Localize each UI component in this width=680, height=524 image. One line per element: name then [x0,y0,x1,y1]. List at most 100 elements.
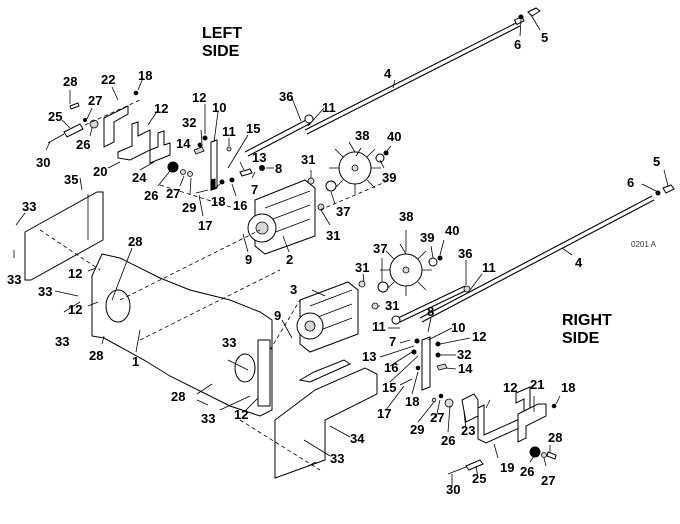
callout-18: 18 [138,68,152,83]
callout-frame-28b: 28 [89,348,103,363]
svg-text:RIGHT: RIGHT [562,312,612,329]
callout-r-26: 26 [441,433,455,448]
callout-r-10: 10 [451,320,465,335]
bracket-21 [517,403,557,443]
callout-r-7: 7 [389,334,396,349]
callout-r-4: 4 [575,255,583,270]
callout-37: 37 [336,204,350,219]
callout-r-5: 5 [653,154,660,169]
plate-10-left [193,135,265,194]
callout-26b: 26 [144,188,158,203]
leader-lines [13,14,669,486]
callout-15: 15 [246,121,260,136]
callout-r-14: 14 [458,361,473,376]
pivot-bolt-25-right [431,393,484,475]
callout-38: 38 [355,128,369,143]
callout-4: 4 [384,66,392,81]
callout-r-16: 16 [384,360,398,375]
callout-5: 5 [541,30,548,45]
callout-r-18b: 18 [561,380,575,395]
callout-r-26b: 26 [520,464,534,479]
callout-r-25: 25 [472,471,486,486]
bracket-20 [117,121,151,161]
callout-r-18: 18 [405,394,419,409]
callout-r-11b: 11 [372,319,386,334]
callout-27: 27 [88,93,102,108]
callout-6: 6 [514,37,521,52]
callout-13: 13 [252,150,266,165]
callout-r-9: 9 [274,308,281,323]
callout-7: 7 [251,182,258,197]
callout-r-30: 30 [446,482,460,497]
callout-2: 2 [286,252,293,267]
callout-r-17: 17 [377,406,391,421]
callout-frame-28: 28 [128,234,142,249]
svg-text:SIDE: SIDE [202,43,240,60]
shield-34 [274,359,378,479]
svg-text:LEFT: LEFT [202,25,242,42]
fan-38-left [325,141,389,194]
callout-33: 33 [22,199,36,214]
callout-r-31b: 31 [385,298,399,313]
callout-32: 32 [182,115,196,130]
callout-12: 12 [154,101,168,116]
callout-r-27b: 27 [541,473,555,488]
callout-18b: 18 [211,194,225,209]
callout-r-39: 39 [420,230,434,245]
callout-40: 40 [387,129,401,144]
callout-10: 10 [212,100,226,115]
callout-14: 14 [176,136,191,151]
callout-8: 8 [275,161,282,176]
callout-r-38: 38 [399,209,413,224]
callout-frame-34: 34 [350,431,365,446]
callout-r-29: 29 [410,422,424,437]
callout-frame-33e: 33 [330,451,344,466]
fan-38-right [377,243,443,296]
callout-17: 17 [198,218,212,233]
pump-3 [296,280,379,353]
callout-frame-12c: 12 [234,407,248,422]
callout-11: 11 [222,124,236,139]
rod-36-right [391,285,471,325]
callout-r-27: 27 [430,410,444,425]
callouts-frame: 28 12 33 12 33 28 1 33 28 33 12 34 33 [38,234,365,466]
callout-27b: 27 [166,186,180,201]
right-side-title: RIGHT SIDE [562,312,612,347]
callout-frame-12b: 12 [68,302,82,317]
control-rod-upper [304,7,541,135]
gear-26-right [529,446,541,458]
callout-frame-1: 1 [132,354,139,369]
callout-26: 26 [76,137,90,152]
callout-24: 24 [132,170,147,185]
callout-r-8: 8 [427,304,434,319]
callout-r-28: 28 [548,430,562,445]
callout-11b: 11 [322,100,336,115]
callout-r-40: 40 [445,223,459,238]
callout-28: 28 [63,74,77,89]
callout-r-37: 37 [373,241,387,256]
callout-r-32: 32 [457,347,471,362]
callout-r-36: 36 [458,246,472,261]
callout-12b: 12 [192,90,206,105]
callout-r-11: 11 [482,260,496,275]
callout-r-21: 21 [530,377,544,392]
bracket-23 [461,393,479,423]
pivot-bolt-25 [47,102,99,144]
drawing-code: 0201 A [631,240,657,249]
callout-frame-33c: 33 [222,335,236,350]
callout-frame-33: 33 [38,284,52,299]
callout-frame-33b: 33 [55,334,69,349]
callout-frame-12: 12 [68,266,82,281]
callout-22: 22 [101,72,115,87]
callout-25: 25 [48,109,62,124]
gear-26 [167,161,179,173]
callout-r-12: 12 [472,329,486,344]
callout-r-31: 31 [355,260,369,275]
callout-r-23: 23 [461,423,475,438]
callout-r-12b: 12 [503,380,517,395]
callout-35: 35 [64,172,78,187]
bracket-22 [103,90,139,148]
callout-39: 39 [382,170,396,185]
callout-31b: 31 [326,228,340,243]
